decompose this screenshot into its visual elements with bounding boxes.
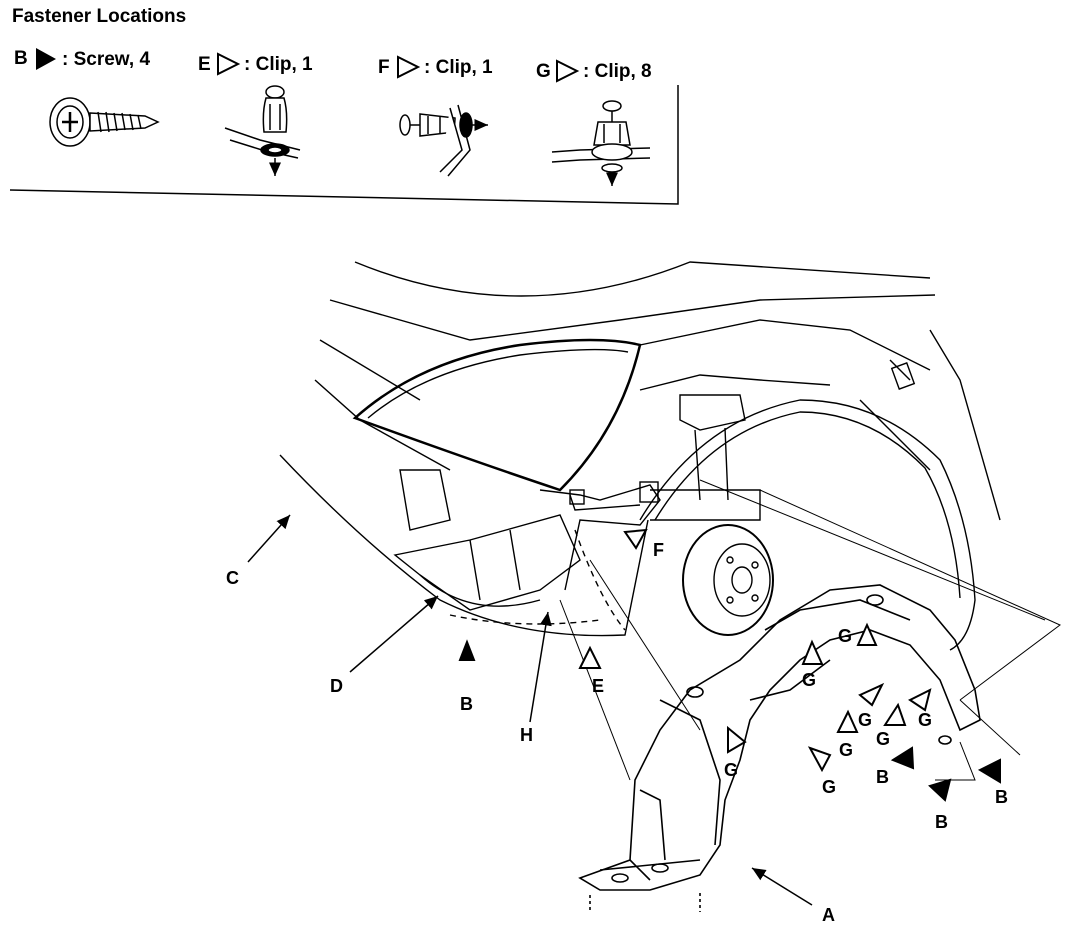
svg-text:F: F — [378, 57, 390, 78]
projection-lines — [559, 479, 1061, 781]
screw-marker — [890, 746, 915, 770]
screw-icon — [49, 97, 160, 147]
callout-g: G — [802, 670, 816, 690]
callout-b: B — [876, 767, 889, 787]
legend-box: Fastener Locations B : Screw, 4 E : Clip… — [9, 6, 679, 205]
clip-marker-g — [858, 682, 885, 707]
callout-b: B — [460, 694, 473, 714]
clip-marker-e — [578, 645, 602, 669]
callout-g: G — [918, 710, 932, 730]
clip-e-icon — [224, 85, 301, 176]
clip-marker-g — [883, 702, 907, 726]
callout-b: B — [935, 812, 948, 832]
legend-item-b: B : Screw, 4 — [14, 48, 160, 147]
callout-g: G — [822, 777, 836, 797]
clip-marker-g — [727, 725, 747, 754]
callout-g: G — [876, 729, 890, 749]
clip-marker-g — [908, 688, 932, 712]
callout-g: G — [858, 710, 872, 730]
svg-text:: Screw, 4: : Screw, 4 — [62, 49, 150, 70]
callout-g: G — [839, 740, 853, 760]
callout-h: H — [520, 725, 533, 745]
callout-g: G — [724, 760, 738, 780]
callout-d: D — [330, 676, 343, 696]
legend-item-f: F : Clip, 1 — [378, 55, 493, 177]
callout-a: A — [822, 905, 835, 925]
fastener-markers — [458, 528, 1001, 802]
callout-b: B — [995, 787, 1008, 807]
legend-item-g: G : Clip, 8 — [536, 59, 652, 186]
svg-text:: Clip, 1: : Clip, 1 — [424, 57, 493, 78]
callout-c: C — [226, 568, 239, 588]
filled-triangle-icon — [36, 48, 56, 70]
legend-title: Fastener Locations — [12, 6, 186, 27]
svg-text:B: B — [14, 48, 28, 69]
clip-marker-g — [856, 622, 878, 646]
screw-marker — [977, 758, 1001, 784]
callout-labels: C D B H E F A G G G G G G G G B B B — [226, 540, 1008, 925]
svg-text:G: G — [536, 61, 551, 82]
screw-marker — [928, 778, 952, 802]
open-triangle-icon — [556, 59, 580, 83]
svg-text:E: E — [198, 54, 211, 75]
svg-text:: Clip, 8: : Clip, 8 — [583, 61, 652, 82]
legend-item-e: E : Clip, 1 — [198, 52, 313, 176]
clip-marker-g — [801, 639, 824, 665]
callout-f: F — [653, 540, 664, 560]
open-triangle-icon — [397, 55, 421, 79]
clip-marker-g — [836, 709, 859, 733]
callout-e: E — [592, 676, 604, 696]
callout-g: G — [838, 626, 852, 646]
clip-g-icon — [551, 100, 651, 186]
inner-fender — [578, 584, 981, 912]
svg-text:: Clip, 1: : Clip, 1 — [244, 54, 313, 75]
clip-f-icon — [399, 104, 488, 177]
callout-leaders — [247, 514, 813, 906]
screw-marker — [458, 639, 476, 661]
clip-marker-f — [623, 528, 648, 550]
vehicle-body-drawing — [279, 261, 1001, 651]
clip-marker-g — [807, 746, 832, 773]
open-triangle-icon — [217, 52, 241, 76]
